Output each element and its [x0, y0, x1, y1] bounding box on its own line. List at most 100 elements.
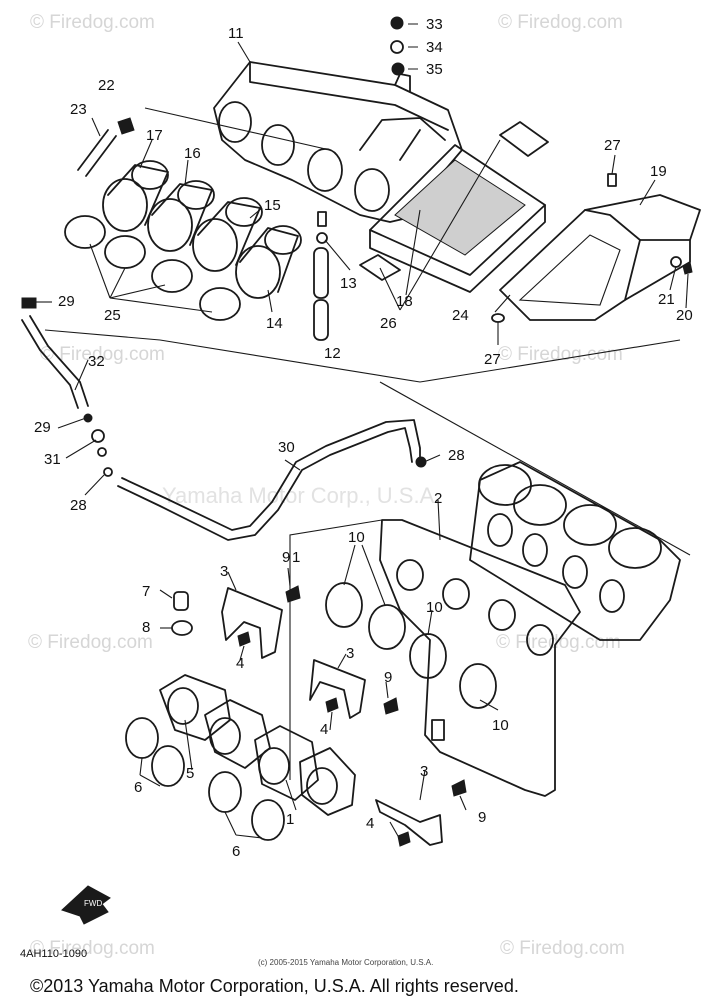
watermark-firedog: © Firedog.com	[40, 344, 165, 365]
callout-23: 23	[70, 101, 87, 118]
callout-3: 3	[346, 645, 354, 662]
callout-1: 1	[286, 811, 294, 828]
callout-14: 14	[266, 315, 283, 332]
callout-3: 3	[220, 563, 228, 580]
reference-line	[379, 381, 691, 556]
callout-4: 4	[236, 655, 244, 672]
callout-29: 29	[34, 419, 51, 436]
callout-21: 21	[658, 291, 675, 308]
callout-16: 16	[184, 145, 201, 162]
screw	[682, 261, 693, 275]
watermark-firedog: © Firedog.com	[28, 632, 153, 653]
callout-4: 4	[320, 721, 328, 738]
hose-clamps	[64, 215, 241, 321]
grommet	[670, 256, 682, 268]
callout-4: 4	[366, 815, 374, 832]
drain-tube	[313, 299, 329, 341]
bolt	[285, 585, 301, 603]
watermark-firedog: © Firedog.com	[498, 12, 623, 33]
screw	[397, 831, 411, 847]
callout-15: 15	[264, 197, 281, 214]
callout-1: 1	[292, 549, 300, 566]
watermark-firedog: © Firedog.com	[498, 344, 623, 365]
callout-10: 10	[426, 599, 443, 616]
reference-line	[44, 329, 161, 341]
clip-part	[359, 254, 401, 281]
callout-33: 33	[426, 16, 443, 33]
watermark-firedog: © Firedog.com	[500, 938, 625, 959]
breather-hoses	[21, 297, 427, 541]
callout-10: 10	[492, 717, 509, 734]
callout-9: 9	[478, 809, 486, 826]
callout-31: 31	[44, 451, 61, 468]
breather-hose	[77, 129, 117, 177]
joint-plate	[379, 519, 581, 797]
clip-part	[499, 121, 549, 157]
callout-7: 7	[142, 583, 150, 600]
bracket	[309, 659, 366, 719]
part-code: 4AH110-1090	[20, 948, 88, 960]
callout-5: 5	[186, 765, 194, 782]
callout-8: 8	[142, 619, 150, 636]
callout-32: 32	[88, 353, 105, 370]
air-filter-element	[369, 144, 546, 293]
small-copyright: (c) 2005-2015 Yamaha Motor Corporation, …	[258, 958, 434, 967]
leader-lines	[36, 23, 689, 345]
bracket	[221, 587, 283, 659]
band	[171, 620, 193, 636]
callout-22: 22	[98, 77, 115, 94]
screw	[237, 631, 251, 647]
top-fasteners	[390, 16, 405, 76]
callout-3: 3	[420, 763, 428, 780]
callout-labels: 1 2 3 3 3 4 4 4 5 1 6 6 7 8 9 9 9 10 10 …	[34, 16, 693, 860]
intake-duct	[499, 194, 701, 321]
callout-28: 28	[448, 447, 465, 464]
watermark-firedog: © Firedog.com	[496, 632, 621, 653]
callout-2: 2	[434, 490, 442, 507]
damper	[607, 173, 617, 187]
watermark-yamaha: Yamaha Motor Corp., U.S.A.	[162, 483, 440, 508]
front-arrow-icon: FWD	[61, 885, 111, 925]
callout-17: 17	[146, 127, 163, 144]
callout-24: 24	[452, 307, 469, 324]
callout-19: 19	[650, 163, 667, 180]
callout-9: 9	[384, 669, 392, 686]
reference-line	[144, 107, 331, 151]
cap	[173, 591, 189, 611]
bolt	[451, 779, 467, 797]
carburetor-joints	[102, 160, 302, 299]
intake-manifolds	[159, 674, 356, 816]
watermark-firedog: © Firedog.com	[30, 12, 155, 33]
callout-20: 20	[676, 307, 693, 324]
front-arrow-label: FWD	[84, 899, 102, 908]
callout-27: 27	[604, 137, 621, 154]
plug	[317, 211, 327, 227]
damper	[491, 313, 505, 323]
clip	[316, 232, 328, 244]
callout-12: 12	[324, 345, 341, 362]
reference-line	[289, 519, 383, 780]
bolt	[117, 117, 135, 135]
callout-26: 26	[380, 315, 397, 332]
callout-34: 34	[426, 39, 443, 56]
callout-27: 27	[484, 351, 501, 368]
screw	[325, 697, 339, 713]
watermark-layer: © Firedog.com © Firedog.com © Firedog.co…	[28, 12, 625, 959]
callout-18: 18	[396, 293, 413, 310]
reference-line	[159, 339, 681, 383]
callout-25: 25	[104, 307, 121, 324]
drain-tube	[313, 247, 329, 299]
callout-6: 6	[232, 843, 240, 860]
callout-6: 6	[134, 779, 142, 796]
bolt	[383, 697, 399, 715]
callout-10: 10	[348, 529, 365, 546]
callout-30: 30	[278, 439, 295, 456]
callout-9: 9	[282, 549, 290, 566]
carburetor-bank	[469, 461, 681, 641]
callout-13: 13	[340, 275, 357, 292]
bracket	[375, 799, 443, 846]
callout-35: 35	[426, 61, 443, 78]
footer-copyright: ©2013 Yamaha Motor Corporation, U.S.A. A…	[30, 976, 519, 996]
callout-29: 29	[58, 293, 75, 310]
